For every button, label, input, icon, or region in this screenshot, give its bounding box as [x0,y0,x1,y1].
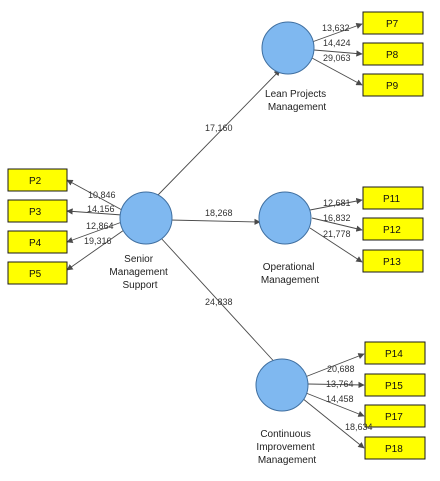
indicator-label-p12: P12 [383,225,401,236]
edge-senior-continuous [159,236,281,369]
loading-label-p5: 19,316 [84,236,112,246]
indicator-label-p17: P17 [385,412,403,423]
indicator-box-p18[interactable] [364,436,426,460]
indicator-label-p9: P9 [386,81,399,92]
construct-senior-management-support[interactable] [119,191,173,245]
indicator-box-p2[interactable] [7,168,68,192]
edge-continuous-p15 [307,381,365,389]
edge-continuous-p17 [305,392,365,417]
indicator-label-p5: P5 [29,269,42,280]
loading-label-p14: 20,688 [327,364,355,374]
indicator-label-p14: P14 [385,349,403,360]
indicator-box-p5[interactable] [7,261,68,285]
loading-label-p4: 12,864 [86,221,114,231]
path-coefficient-senior-operational: 18,268 [205,208,233,218]
construct-label-lean: Lean Projects Management [265,89,329,113]
indicator-box-p13[interactable] [362,249,424,273]
path-coefficient-senior-lean: 17,160 [205,123,233,133]
indicator-label-p15: P15 [385,381,403,392]
construct-label-senior-line-1: Senior [124,254,154,265]
loading-label-p11: 12,681 [323,198,351,208]
construct-operational-management[interactable] [258,191,312,245]
loading-label-p7: 13,632 [322,23,350,33]
construct-label-senior-line-2: Management [109,267,168,278]
indicator-box-p12[interactable] [362,217,424,241]
indicator-label-p8: P8 [386,50,399,61]
indicator-box-p4[interactable] [7,230,68,254]
edge-senior-lean [157,69,281,196]
loading-label-p13: 21,778 [323,229,351,239]
loading-label-p3: 14,156 [87,204,115,214]
edge-lean-p8 [313,49,363,57]
indicator-box-p17[interactable] [364,404,426,428]
edge-senior-p5 [66,229,125,271]
edge-continuous-p14 [304,353,365,378]
edge-senior-p4 [66,221,123,244]
loading-label-p15: 13,764 [326,379,354,389]
indicator-label-p11: P11 [383,194,400,205]
edge-senior-operational [169,218,261,226]
loading-label-p17: 14,458 [326,394,354,404]
indicator-box-p8[interactable] [362,42,424,66]
construct-label-operational-line-2: Management [261,275,320,286]
construct-lean-projects-management[interactable] [261,21,315,75]
indicator-label-p4: P4 [29,238,42,249]
indicator-box-p7[interactable] [362,11,424,35]
edge-operational-p11 [309,197,363,211]
construct-label-operational: Operational Management [261,262,320,286]
indicator-label-p3: P3 [29,207,42,218]
construct-label-lean-line-1: Lean Projects [265,89,326,100]
indicator-label-p13: P13 [383,257,401,268]
edge-continuous-p18 [301,397,365,449]
construct-label-continuous-line-2: Improvement [256,442,315,453]
construct-label-continuous-line-1: Continuous [260,429,311,440]
construct-label-senior: Senior Management Support [109,254,170,291]
indicator-box-p11[interactable] [362,186,424,210]
construct-continuous-improvement-management[interactable] [255,358,309,412]
edge-senior-p2 [66,179,123,211]
edge-lean-p9 [311,57,363,86]
edge-lean-p7 [311,22,363,43]
indicator-label-p7: P7 [386,19,399,30]
indicator-label-p2: P2 [29,176,42,187]
construct-label-lean-line-2: Management [268,102,327,113]
indicator-box-p3[interactable] [7,199,68,223]
edge-senior-p3 [66,208,123,216]
construct-label-senior-line-3: Support [122,280,157,291]
indicator-box-p15[interactable] [364,373,426,397]
loading-label-p12: 16,832 [323,213,351,223]
construct-label-continuous: Continuous Improvement Management [256,429,317,466]
loading-label-p8: 14,424 [323,38,351,48]
construct-label-continuous-line-3: Management [258,455,317,466]
loading-label-p2: 10,846 [88,190,116,200]
indicator-box-p9[interactable] [362,73,424,97]
path-coefficient-senior-continuous: 24,838 [205,297,233,307]
indicator-label-p18: P18 [385,444,403,455]
indicator-box-p14[interactable] [364,341,426,365]
edge-operational-p13 [309,227,363,263]
loading-label-p9: 29,063 [323,53,351,63]
edge-operational-p12 [311,217,363,232]
construct-label-operational-line-1: Operational [263,262,315,273]
loading-label-p18: 18,634 [345,422,373,432]
